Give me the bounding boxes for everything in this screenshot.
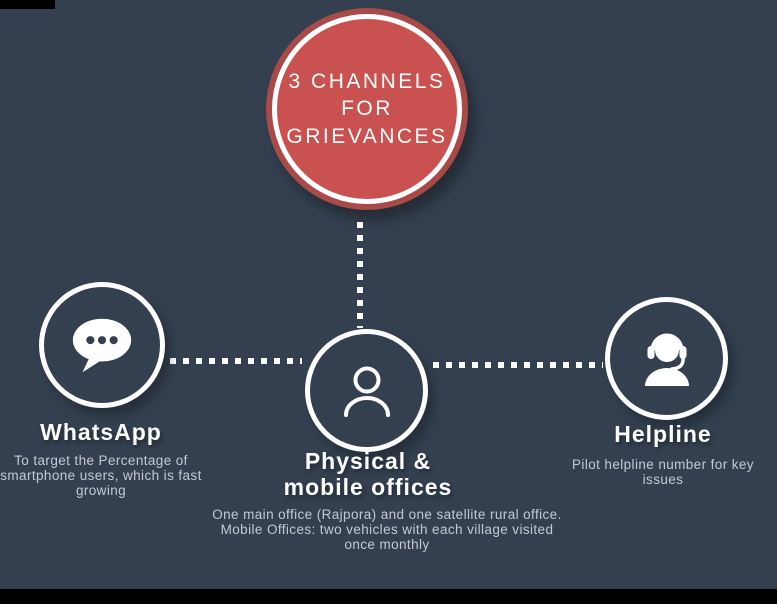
- offices-label: Physical & mobile offices: [283, 448, 453, 501]
- chat-bubble-icon: [72, 318, 132, 373]
- offices-description: One main office (Rajpora) and one satell…: [212, 507, 562, 553]
- whatsapp-label: WhatsApp: [40, 419, 162, 445]
- headset-agent-icon: [644, 333, 689, 386]
- top-left-black-mark: [0, 0, 55, 9]
- title-circle: 3 CHANNELS FOR GRIEVANCES: [266, 8, 468, 210]
- whatsapp-channel-circle: [39, 282, 165, 408]
- bottom-black-bar: [0, 589, 777, 604]
- vertical-dotted-connector: [357, 222, 363, 328]
- left-dotted-connector: [170, 358, 302, 364]
- helpline-label: Helpline: [614, 421, 712, 447]
- offices-channel-circle: [305, 329, 428, 452]
- helpline-description: Pilot helpline number for key issues: [572, 457, 754, 488]
- title-circle-inner: 3 CHANNELS FOR GRIEVANCES: [272, 14, 462, 204]
- infographic-title: 3 CHANNELS FOR GRIEVANCES: [286, 70, 448, 148]
- whatsapp-description: To target the Percentage of smartphone u…: [0, 453, 202, 499]
- person-icon: [343, 366, 390, 417]
- right-dotted-connector: [433, 362, 603, 368]
- helpline-channel-circle: [605, 297, 728, 420]
